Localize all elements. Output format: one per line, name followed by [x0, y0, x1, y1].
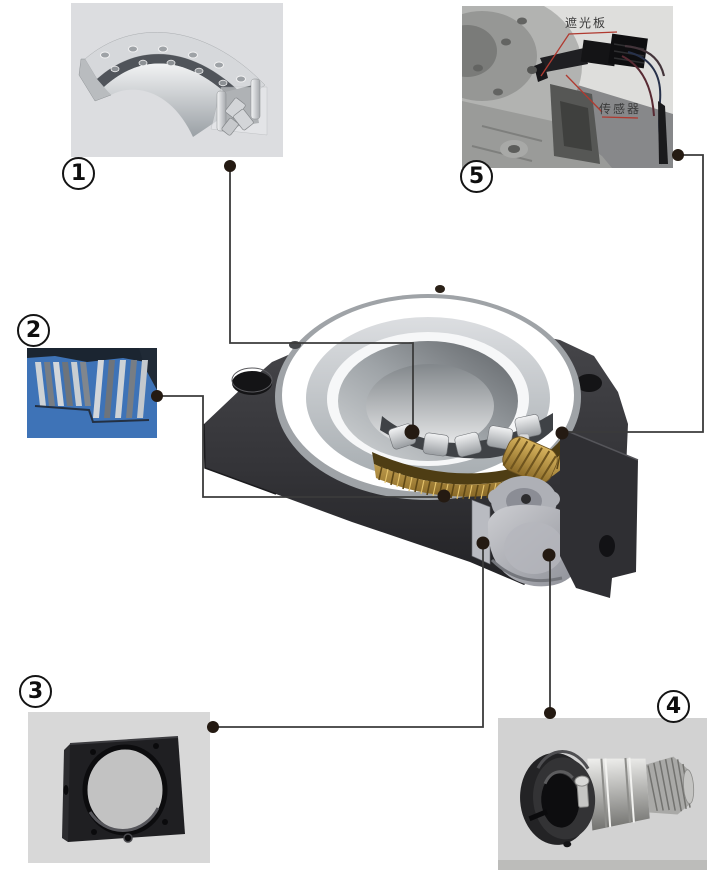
worm — [502, 436, 558, 484]
surface-mark — [435, 285, 445, 293]
sensor-assembly-photo-graphic — [462, 6, 673, 168]
callout-4-thumbnail — [498, 718, 707, 870]
sensor-pointer-line — [565, 74, 603, 113]
input-shaft-photo-graphic — [498, 718, 707, 870]
callout-badge-3: 3 — [19, 675, 52, 708]
slewing-bearing-cross-section-graphic — [71, 3, 283, 157]
callout-badge-1: 1 — [62, 157, 95, 190]
black-housing-photo-graphic — [28, 712, 210, 863]
shield-plate-pointer-line — [540, 31, 618, 77]
callout-1-thumbnail — [71, 3, 283, 157]
callout-badge-5: 5 — [460, 160, 493, 193]
motor-bracket — [559, 427, 639, 598]
callout-2-thumbnail — [27, 348, 157, 438]
callout-badge-4: 4 — [657, 690, 690, 723]
callout-3-thumbnail — [28, 712, 210, 863]
sensor-label: 传感器 — [599, 102, 642, 116]
callout-5-thumbnail: 遮光板 传感器 — [462, 6, 673, 168]
gear-teeth-photo-graphic — [27, 348, 157, 438]
shield-plate-label: 遮光板 — [565, 16, 608, 30]
callout-badge-2: 2 — [17, 314, 50, 347]
